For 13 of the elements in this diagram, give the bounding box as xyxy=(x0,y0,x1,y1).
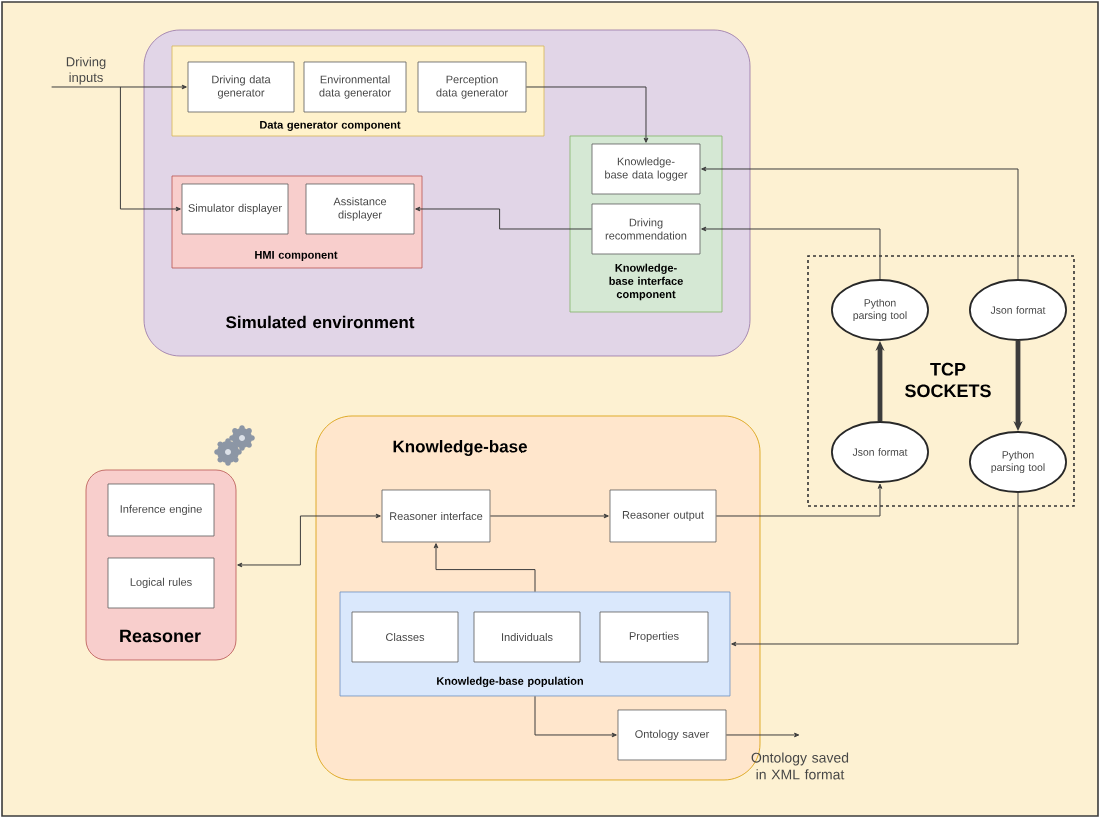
arrow xyxy=(489,513,609,519)
arrow xyxy=(534,695,617,738)
arrow xyxy=(725,732,800,738)
arrow xyxy=(701,166,1019,280)
arrow xyxy=(715,483,883,517)
arrow xyxy=(415,206,593,230)
arrow xyxy=(119,86,181,212)
arrow xyxy=(237,513,381,568)
arrow xyxy=(701,226,881,280)
arrow xyxy=(525,86,649,143)
arrow xyxy=(433,543,536,593)
arrow xyxy=(731,492,1019,647)
arrow xyxy=(51,84,187,90)
